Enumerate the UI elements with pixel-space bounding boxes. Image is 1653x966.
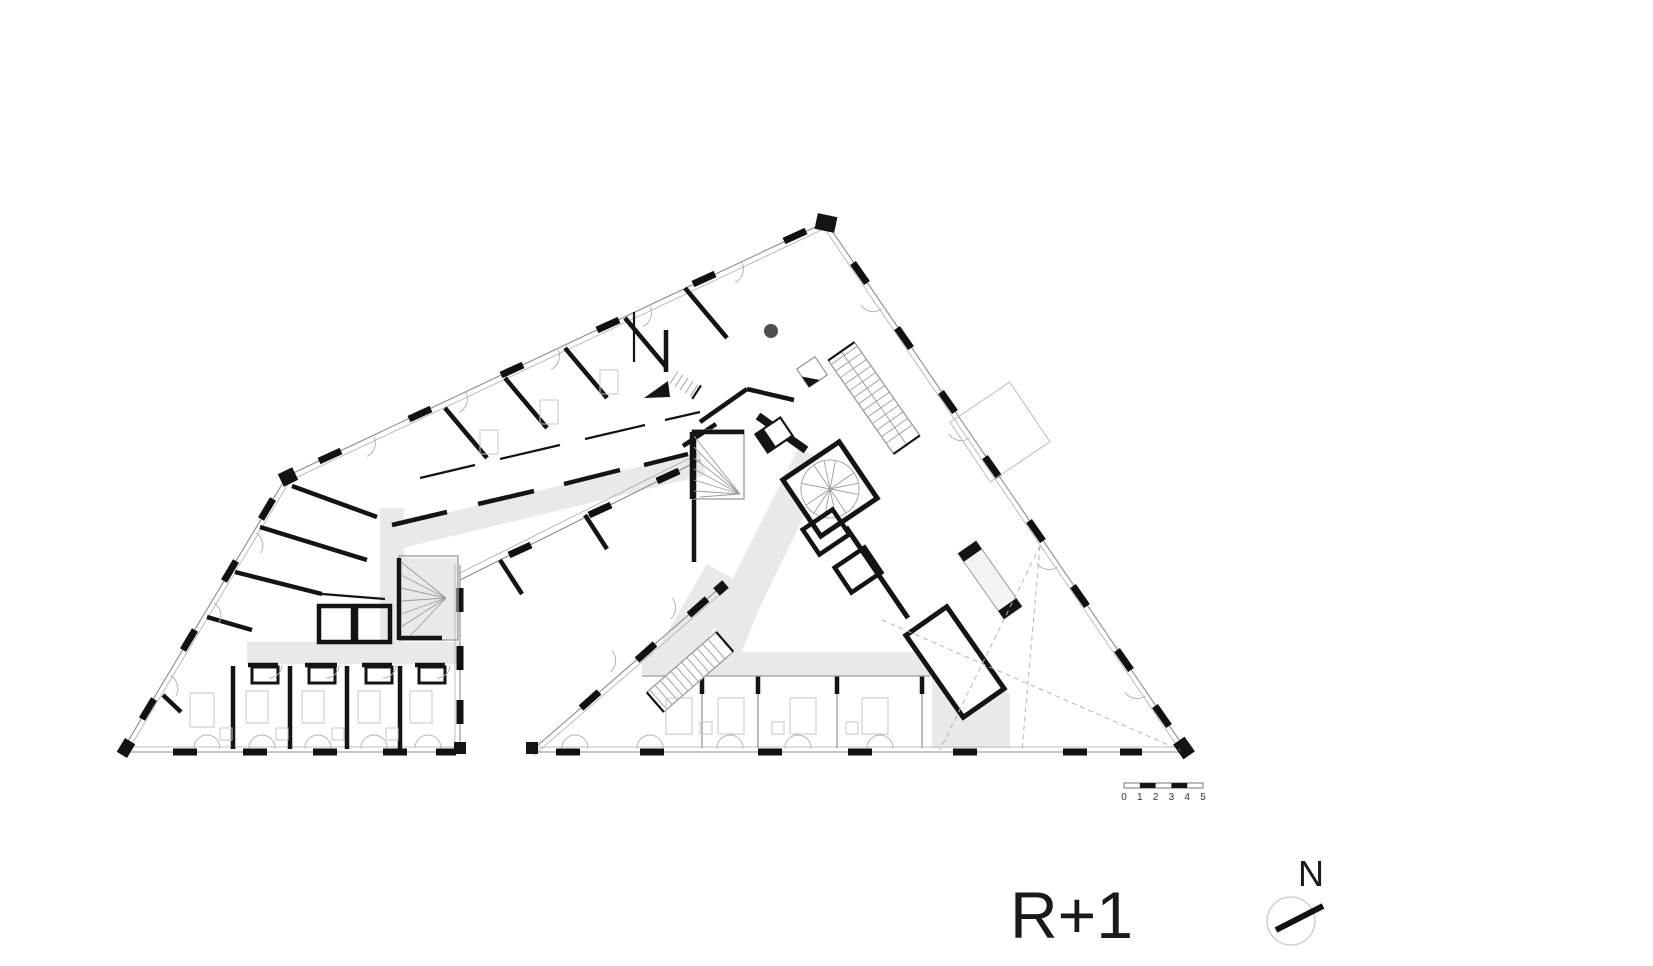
stair-spiral — [779, 438, 881, 540]
floor-label: R+1 — [1010, 878, 1133, 952]
scale-label-4: 4 — [1184, 792, 1190, 803]
elevator — [753, 415, 795, 455]
scale-label-2: 2 — [1153, 792, 1159, 803]
north-letter: N — [1298, 853, 1324, 894]
dashed-sightlines — [881, 545, 1181, 751]
terrace-outline — [949, 381, 1051, 483]
mini-ramp — [669, 371, 702, 400]
north-indicator: N — [1266, 853, 1325, 946]
bench-element — [957, 540, 1023, 620]
stair-landing-square — [795, 355, 829, 389]
scale-label-3: 3 — [1169, 792, 1175, 803]
stair-main-straight — [827, 341, 921, 455]
compass-circle — [1266, 896, 1316, 946]
wall-piers — [138, 227, 1172, 756]
scale-bar: 0 1 2 3 4 5 — [1121, 782, 1206, 803]
corner-posts — [116, 213, 1195, 760]
stair-winder-left-wing — [396, 555, 459, 641]
scale-label-1: 1 — [1137, 792, 1143, 803]
corner-room-southeast — [902, 603, 1008, 721]
stair-winder-core — [689, 429, 745, 500]
compass-needle — [1274, 903, 1325, 933]
scale-label-5: 5 — [1200, 792, 1206, 803]
stair-lower-diagonal — [645, 631, 735, 713]
core-room-cluster — [799, 506, 885, 596]
column-dot — [764, 324, 778, 338]
scale-label-0: 0 — [1121, 792, 1127, 803]
door-arcs — [170, 262, 1147, 749]
